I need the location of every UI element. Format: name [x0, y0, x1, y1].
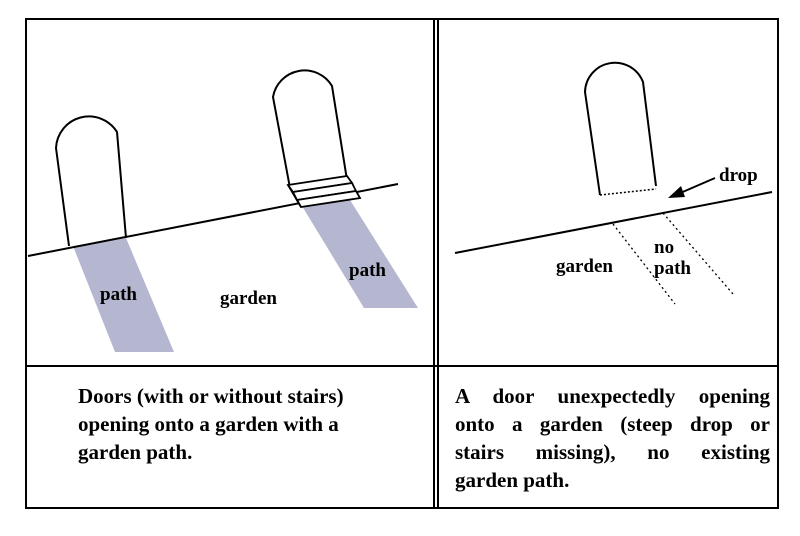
left-caption-line: Doors (with or without stairs) — [78, 382, 408, 410]
left-caption: Doors (with or without stairs) opening o… — [78, 382, 408, 466]
drop-label: drop — [719, 165, 758, 186]
left-caption-line: garden path. — [78, 438, 408, 466]
drop-arrow-head — [668, 186, 685, 198]
no-label: no — [654, 237, 674, 258]
right-caption-line: A door unexpectedly opening — [455, 382, 770, 410]
right-scene: drop no path garden — [455, 63, 772, 304]
right-garden-label: garden — [556, 256, 613, 277]
right-door-path — [302, 200, 418, 308]
left-door — [56, 116, 126, 246]
right-door — [273, 70, 347, 188]
left-caption-line: opening onto a garden with a — [78, 410, 408, 438]
left-scene: path path garden — [28, 70, 418, 352]
left-path-label: path — [100, 284, 137, 305]
door-threshold-dotted — [600, 189, 656, 195]
right-path-label: path — [349, 260, 386, 281]
right-caption-line: garden path. — [455, 466, 770, 494]
path-label: path — [654, 258, 691, 279]
drop-arrow-shaft — [678, 178, 715, 194]
floating-door — [585, 63, 656, 195]
right-caption: A door unexpectedly opening onto a garde… — [455, 382, 770, 494]
right-ground-line — [455, 192, 772, 253]
right-caption-line: onto a garden (steep drop or — [455, 410, 770, 438]
left-garden-label: garden — [220, 288, 277, 309]
right-caption-line: stairs missing), no existing — [455, 438, 770, 466]
